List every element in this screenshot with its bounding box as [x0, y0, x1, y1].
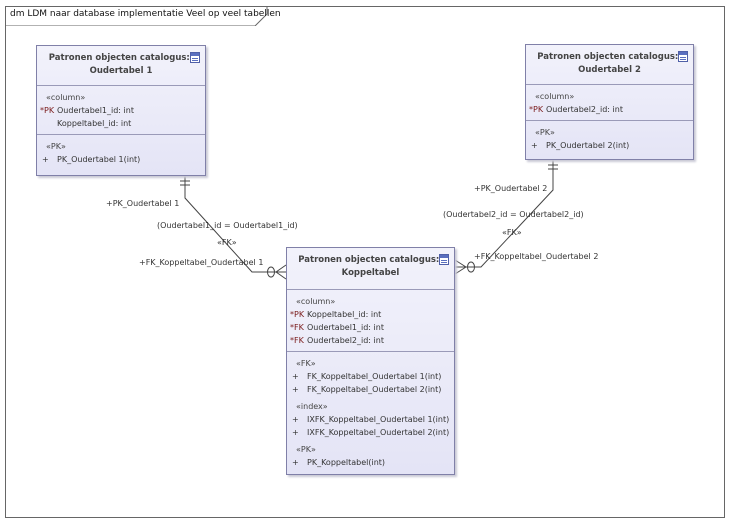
row-prefix: *FK: [290, 336, 304, 345]
operation-row[interactable]: + PK_Oudertabel 2(int): [526, 139, 693, 152]
row-text: Oudertabel1_id: int: [307, 323, 384, 332]
row-prefix: +: [292, 458, 299, 467]
operation-row[interactable]: + PK_Koppeltabel(int): [287, 456, 454, 469]
row-prefix: +: [292, 372, 299, 381]
table-header: Patronen objecten catalogus::Koppeltabel: [287, 248, 454, 290]
operations-section: «FK» + FK_Koppeltabel_Oudertabel 1(int) +…: [287, 352, 454, 473]
relation-1-pk-label: +PK_Oudertabel 1: [106, 199, 180, 208]
row-text: Koppeltabel_id: int: [57, 119, 132, 128]
row-prefix: *PK: [40, 106, 55, 115]
section-stereotype: «column»: [296, 297, 336, 306]
row-text: FK_Koppeltabel_Oudertabel 2(int): [307, 385, 442, 394]
section-stereotype: «FK»: [296, 359, 316, 368]
row-text: PK_Oudertabel 1(int): [57, 155, 141, 164]
operation-row[interactable]: + FK_Koppeltabel_Oudertabel 1(int): [287, 370, 454, 383]
row-text: IXFK_Koppeltabel_Oudertabel 1(int): [307, 415, 450, 424]
table-header: Patronen objecten catalogus::Oudertabel …: [526, 45, 693, 85]
relation-2-crowfoot: [454, 259, 475, 275]
row-text: Oudertabel2_id: int: [546, 105, 623, 114]
section-stereotype: «PK»: [296, 445, 316, 454]
relation-1-stereotype: «FK»: [217, 238, 237, 247]
row-text: Oudertabel1_id: int: [57, 106, 134, 115]
diagram-title: dm LDM naar database implementatie Veel …: [10, 9, 281, 19]
section-stereotype: «index»: [296, 402, 328, 411]
row-text: IXFK_Koppeltabel_Oudertabel 2(int): [307, 428, 450, 437]
row-prefix: [37, 117, 57, 130]
row-text: Koppeltabel_id: int: [307, 310, 382, 319]
row-prefix: +: [292, 428, 299, 437]
row-prefix: +: [42, 155, 49, 164]
row-prefix: *PK: [529, 105, 544, 114]
relation-2-condition: (Oudertabel2_id = Oudertabel2_id): [443, 210, 584, 219]
relation-2-fk-label: +FK_Koppeltabel_Oudertabel 2: [474, 252, 599, 261]
section-stereotype: «column»: [46, 93, 86, 102]
diagram-frame-tab: [5, 6, 268, 26]
operation-row[interactable]: + PK_Oudertabel 1(int): [37, 153, 205, 166]
table-oudertabel-2[interactable]: Patronen objecten catalogus::Oudertabel …: [525, 44, 694, 160]
relation-1-condition: (Oudertabel1_id = Oudertabel1_id): [157, 221, 298, 230]
pk-section: «PK» + PK_Oudertabel 2(int): [526, 121, 693, 156]
table-icon: [439, 254, 449, 265]
row-text: PK_Oudertabel 2(int): [546, 141, 630, 150]
table-header: Patronen objecten catalogus::Oudertabel …: [37, 46, 205, 86]
row-text: PK_Koppeltabel(int): [307, 458, 386, 467]
operation-row[interactable]: + IXFK_Koppeltabel_Oudertabel 1(int): [287, 413, 454, 426]
pk-section: «PK» + PK_Oudertabel 1(int): [37, 135, 205, 170]
relation-1-line[interactable]: [180, 176, 286, 273]
diagram-frame: [5, 6, 725, 518]
relation-1-crowfoot: [267, 264, 287, 280]
relation-2-pk-label: +PK_Oudertabel 2: [474, 184, 548, 193]
section-stereotype: «column»: [535, 92, 575, 101]
row-text: FK_Koppeltabel_Oudertabel 1(int): [307, 372, 442, 381]
table-oudertabel-1[interactable]: Patronen objecten catalogus::Oudertabel …: [36, 45, 206, 176]
row-prefix: +: [292, 385, 299, 394]
table-icon: [678, 51, 688, 62]
relation-2-stereotype: «FK»: [502, 228, 522, 237]
table-koppeltabel[interactable]: Patronen objecten catalogus::Koppeltabel…: [286, 247, 455, 475]
operation-row[interactable]: + IXFK_Koppeltabel_Oudertabel 2(int): [287, 426, 454, 439]
column-row[interactable]: Koppeltabel_id: int: [37, 117, 205, 130]
row-prefix: +: [531, 141, 538, 150]
row-prefix: *PK: [290, 310, 305, 319]
operation-row[interactable]: + FK_Koppeltabel_Oudertabel 2(int): [287, 383, 454, 396]
relation-1-fk-label: +FK_Koppeltabel_Oudertabel 1: [139, 258, 264, 267]
row-prefix: +: [292, 415, 299, 424]
row-text: Oudertabel2_id: int: [307, 336, 384, 345]
section-stereotype: «PK»: [46, 142, 66, 151]
section-stereotype: «PK»: [535, 128, 555, 137]
row-prefix: *FK: [290, 323, 304, 332]
table-icon: [190, 52, 200, 63]
